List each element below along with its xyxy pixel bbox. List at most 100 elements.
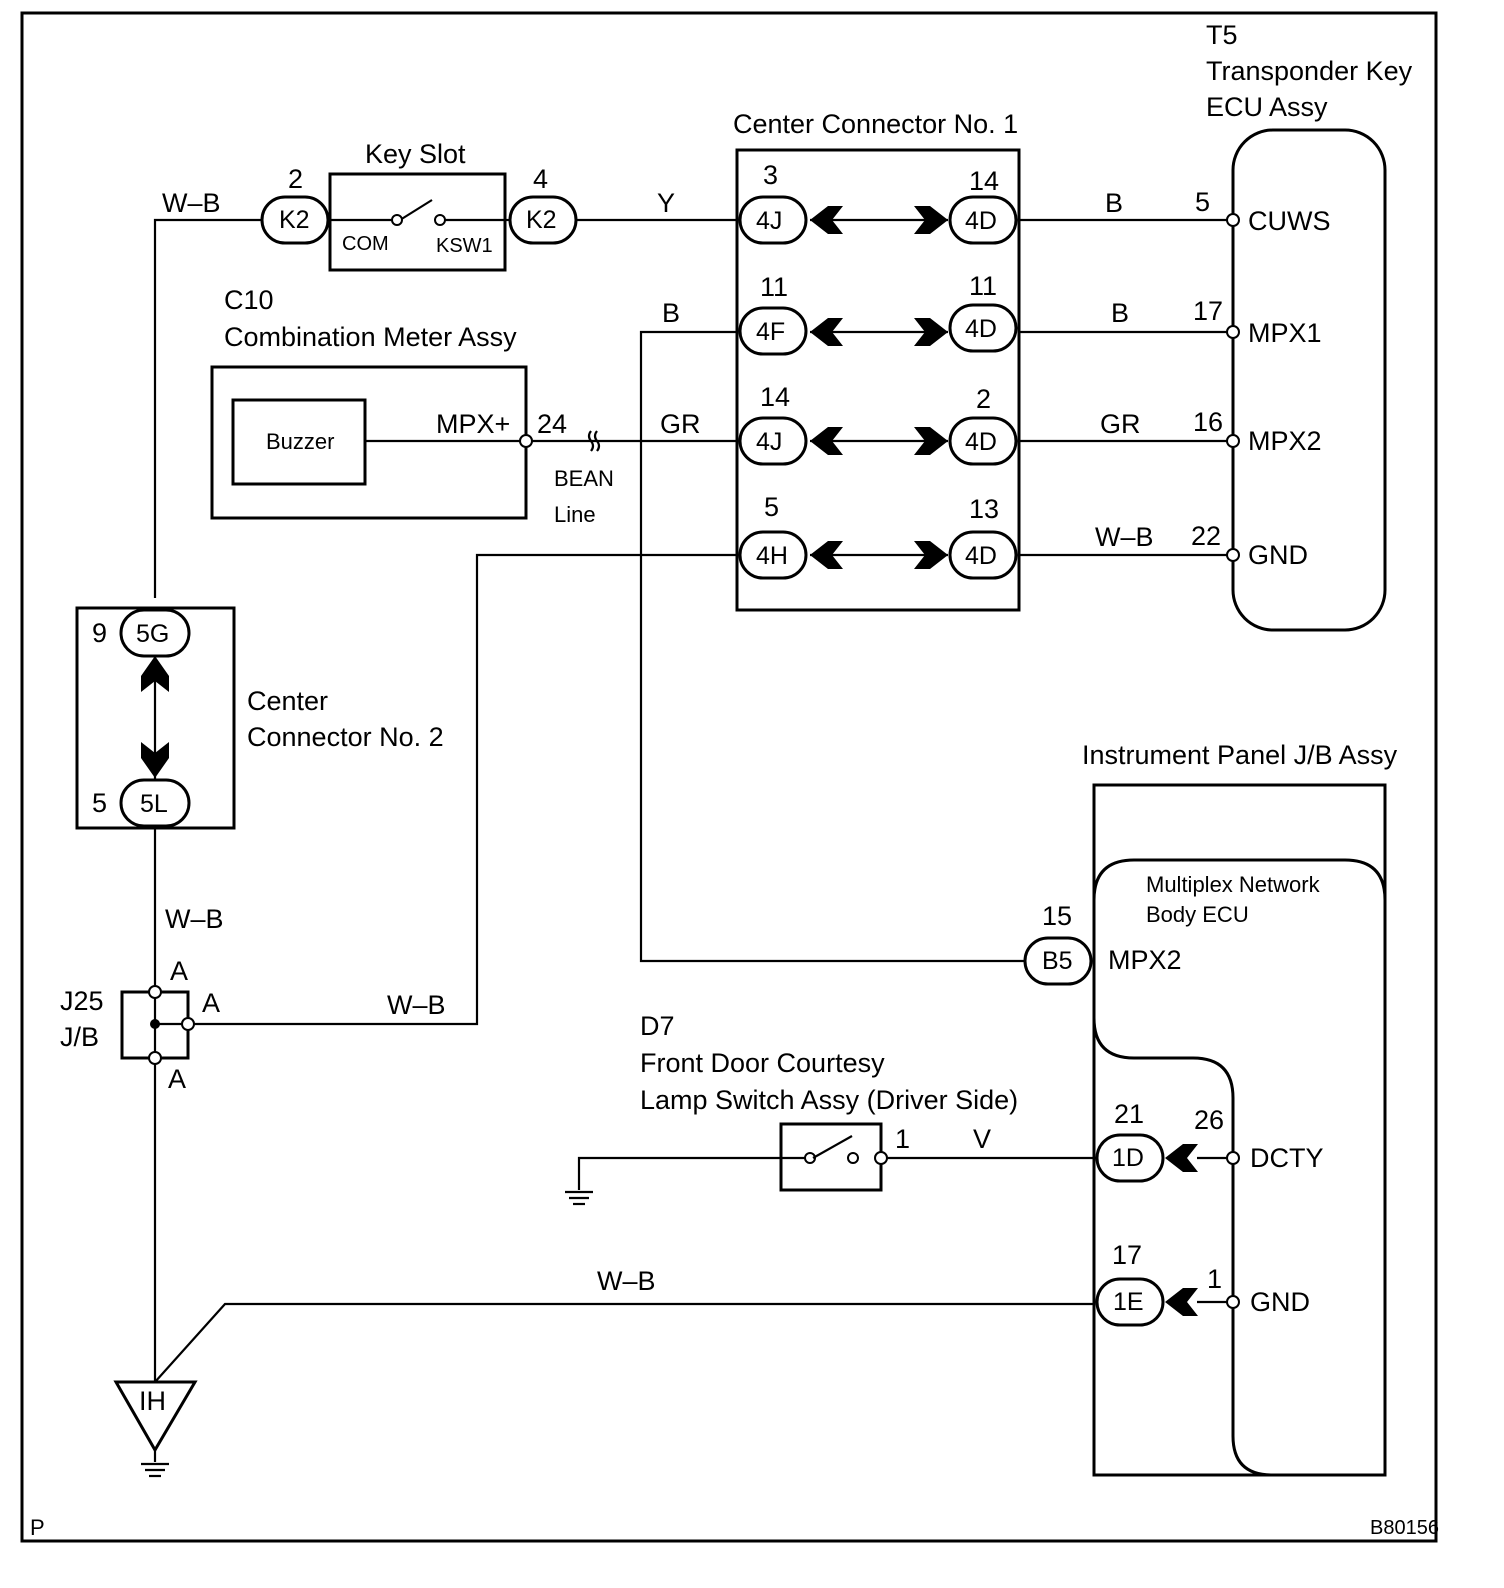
connector-4d-row3 <box>948 416 1018 466</box>
cc2-name-1: Center <box>247 686 328 716</box>
diagram-frame <box>20 11 1438 1543</box>
svg-text:4D: 4D <box>965 315 997 343</box>
buzzer-box <box>231 398 367 486</box>
svg-text:1D: 1D <box>1112 1144 1144 1172</box>
label-v: V <box>973 1124 991 1154</box>
svg-text:14: 14 <box>969 166 999 196</box>
key-slot-ksw1: KSW1 <box>436 235 493 257</box>
svg-text:K2: K2 <box>526 206 557 234</box>
label-wb-bottom: W–B <box>597 1266 656 1296</box>
body-ecu-pin-dcty: DCTY <box>1250 1143 1324 1173</box>
body-ecu-name-1: Multiplex Network <box>1146 872 1321 897</box>
svg-text:4: 4 <box>533 164 548 194</box>
bean-label-1: BEAN <box>554 466 614 491</box>
svg-text:5L: 5L <box>140 790 168 818</box>
svg-text:A: A <box>202 988 220 1018</box>
label-gr-r3: GR <box>1100 409 1141 439</box>
svg-text:1: 1 <box>895 1124 910 1154</box>
svg-text:24: 24 <box>537 409 567 439</box>
ground-ih-label: IH <box>139 1386 166 1416</box>
svg-text:5G: 5G <box>136 620 169 648</box>
svg-text:4D: 4D <box>965 542 997 570</box>
svg-text:2: 2 <box>976 384 991 414</box>
body-ecu-pin-gnd: GND <box>1250 1287 1310 1317</box>
cc1-links <box>810 206 948 569</box>
cc1-title: Center Connector No. 1 <box>733 109 1018 139</box>
svg-text:3: 3 <box>763 160 778 190</box>
label-b-r2: B <box>1111 298 1129 328</box>
svg-text:9: 9 <box>92 618 107 648</box>
svg-text:4J: 4J <box>756 428 782 456</box>
t5-ecu-box <box>1231 128 1387 632</box>
svg-text:22: 22 <box>1191 521 1221 551</box>
svg-text:4D: 4D <box>965 207 997 235</box>
corner-label: P <box>30 1515 45 1540</box>
d7-ground-symbol <box>565 1190 593 1206</box>
svg-text:5: 5 <box>764 492 779 522</box>
body-ecu-pin-mpx2: MPX2 <box>1108 945 1182 975</box>
svg-text:4F: 4F <box>756 318 785 346</box>
connector-4f-row2 <box>738 306 808 356</box>
bean-label-2: Line <box>554 502 596 527</box>
d7-code: D7 <box>640 1011 675 1041</box>
svg-text:5: 5 <box>92 788 107 818</box>
label-y: Y <box>657 188 675 218</box>
t5-name-1: Transponder Key <box>1206 56 1413 86</box>
svg-text:11: 11 <box>760 272 788 302</box>
c10-pin-mpx: MPX+ <box>436 409 510 439</box>
t5-pin-cuws: CUWS <box>1248 206 1331 236</box>
connector-k2-left <box>260 195 330 245</box>
label-wb-j25: W–B <box>387 990 446 1020</box>
svg-text:A: A <box>168 1064 186 1094</box>
label-wb-r4: W–B <box>1095 522 1154 552</box>
cc1-rows: 4J 3 4D 14 4F 11 4D 11 4J 14 4D 2 4H 5 4… <box>738 160 1018 580</box>
label-gr-mid: GR <box>660 409 701 439</box>
svg-text:17: 17 <box>1112 1240 1142 1270</box>
t5-name-2: ECU Assy <box>1206 92 1328 122</box>
connector-1e <box>1095 1277 1165 1327</box>
key-slot-title: Key Slot <box>365 139 466 169</box>
center-connector-1-box <box>735 148 1021 612</box>
svg-text:4H: 4H <box>756 542 788 570</box>
c10-code: C10 <box>224 285 274 315</box>
connector-k2-right <box>508 195 578 245</box>
connector-4j-row3 <box>738 416 808 466</box>
buzzer-label: Buzzer <box>266 429 334 454</box>
svg-text:15: 15 <box>1042 901 1072 931</box>
t5-code: T5 <box>1206 20 1238 50</box>
svg-text:17: 17 <box>1193 296 1223 326</box>
bean-line-break <box>587 430 601 452</box>
connector-4d-row1 <box>948 195 1018 245</box>
svg-text:26: 26 <box>1194 1105 1224 1135</box>
wire-wb-bottom <box>154 1302 1095 1383</box>
wire-b-mpx2 <box>639 330 1025 963</box>
connector-4d-row2 <box>948 303 1018 353</box>
svg-text:2: 2 <box>288 164 303 194</box>
t5-pin-gnd: GND <box>1248 540 1308 570</box>
ipjb-title: Instrument Panel J/B Assy <box>1082 740 1398 770</box>
t5-pin-mpx2: MPX2 <box>1248 426 1322 456</box>
body-ecu-name-2: Body ECU <box>1146 902 1249 927</box>
c10-name: Combination Meter Assy <box>224 322 517 352</box>
wire-wb-top <box>153 218 262 598</box>
t5-pin-mpx1: MPX1 <box>1248 318 1322 348</box>
d7-name-1: Front Door Courtesy <box>640 1048 885 1078</box>
svg-text:4J: 4J <box>756 207 782 235</box>
ground-ih-triangle <box>113 1380 198 1453</box>
label-b-mid: B <box>662 298 680 328</box>
label-wb-top: W–B <box>162 188 221 218</box>
svg-text:5: 5 <box>1195 187 1210 217</box>
wire-wb-j25 <box>188 553 738 1026</box>
svg-text:A: A <box>170 956 188 986</box>
svg-text:21: 21 <box>1114 1099 1144 1129</box>
j25-type: J/B <box>60 1022 99 1052</box>
svg-text:B5: B5 <box>1042 947 1073 975</box>
c10-box <box>210 365 528 520</box>
j25-code: J25 <box>60 986 104 1016</box>
label-b-r1: B <box>1105 188 1123 218</box>
svg-text:4D: 4D <box>965 428 997 456</box>
body-ecu-outline <box>1092 858 1387 1477</box>
connector-b5 <box>1023 936 1093 986</box>
svg-text:14: 14 <box>760 382 790 412</box>
